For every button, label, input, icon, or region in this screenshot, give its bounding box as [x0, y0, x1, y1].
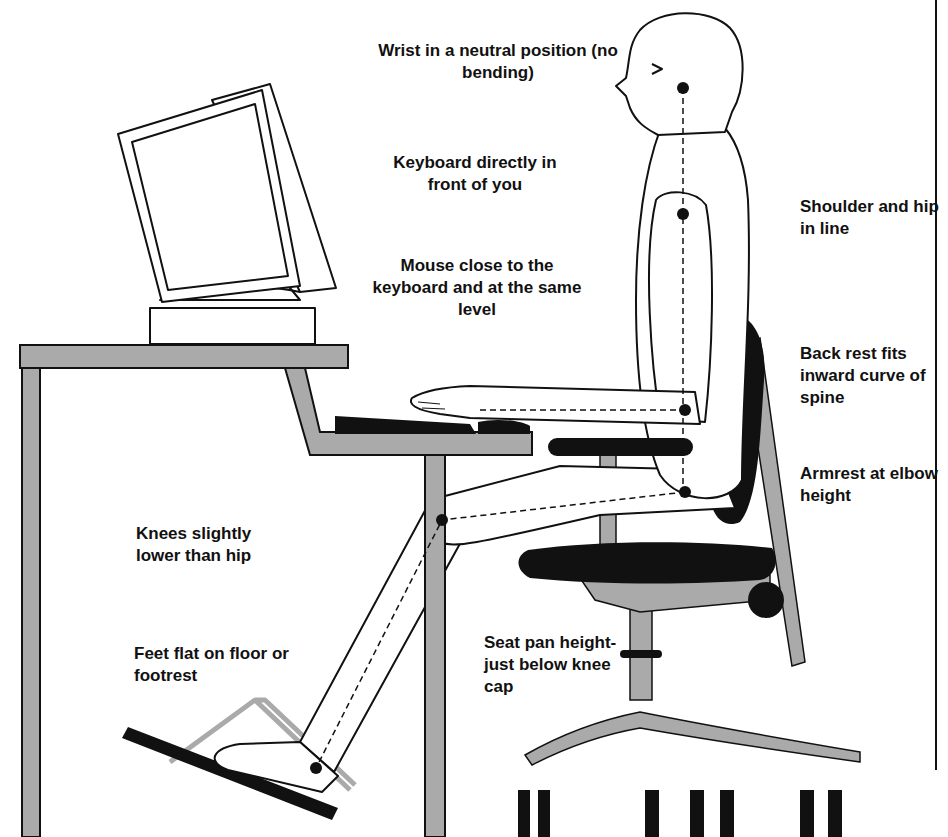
ear-dot — [677, 82, 689, 94]
hip-dot — [679, 486, 691, 498]
desk-leg — [425, 455, 445, 837]
desk — [20, 345, 532, 837]
forearm-hand — [411, 386, 700, 424]
monitor-screen — [132, 104, 288, 290]
caster — [828, 790, 842, 837]
caster — [800, 790, 814, 837]
caster — [720, 790, 734, 837]
callout-label: Seat pan height-just below knee cap — [484, 632, 624, 698]
head — [616, 13, 743, 135]
callout-label: Keyboard directly in front of you — [385, 152, 565, 196]
chair-base — [525, 712, 860, 765]
mouse — [478, 420, 530, 434]
caster — [538, 790, 550, 837]
tilt-knob — [748, 582, 784, 618]
armrest — [548, 438, 693, 456]
casters — [518, 790, 842, 837]
caster — [645, 790, 659, 837]
elbow-dot — [679, 404, 691, 416]
joint-dots — [310, 82, 691, 774]
callout-label: Back rest fits inward curve of spine — [800, 343, 946, 409]
height-lever-ring — [620, 650, 662, 658]
seat-cushion — [518, 542, 775, 583]
foot — [215, 742, 338, 792]
desk-leg — [22, 368, 40, 837]
callout-label: Shoulder and hip in line — [800, 196, 948, 240]
callout-label: Mouse close to the keyboard and at the s… — [372, 255, 582, 321]
callout-label: Wrist in a neutral position (no bending) — [378, 40, 618, 84]
vertical-guide — [682, 88, 684, 490]
ankle-dot — [310, 762, 322, 774]
desk-top — [20, 345, 348, 368]
upper-arm — [649, 192, 712, 422]
alignment-guides — [316, 88, 685, 768]
elbow-guide — [480, 409, 685, 411]
frame-line — [935, 0, 937, 770]
fingers — [418, 402, 445, 409]
leg-guide — [316, 492, 685, 768]
keyboard-tray — [285, 368, 532, 455]
callout-label: Knees slightly lower than hip — [136, 523, 296, 567]
keyboard — [335, 416, 476, 434]
monitor-screen-bezel — [118, 90, 300, 302]
eye — [652, 64, 662, 74]
monitor-riser — [150, 308, 315, 344]
callout-label: Armrest at elbow height — [800, 463, 946, 507]
shoulder-dot — [677, 208, 689, 220]
callout-label: Feet flat on floor or footrest — [134, 643, 314, 687]
knee-dot — [436, 514, 448, 526]
seated-person — [215, 13, 749, 792]
caster — [690, 790, 704, 837]
monitor — [118, 84, 336, 344]
caster — [518, 790, 530, 837]
